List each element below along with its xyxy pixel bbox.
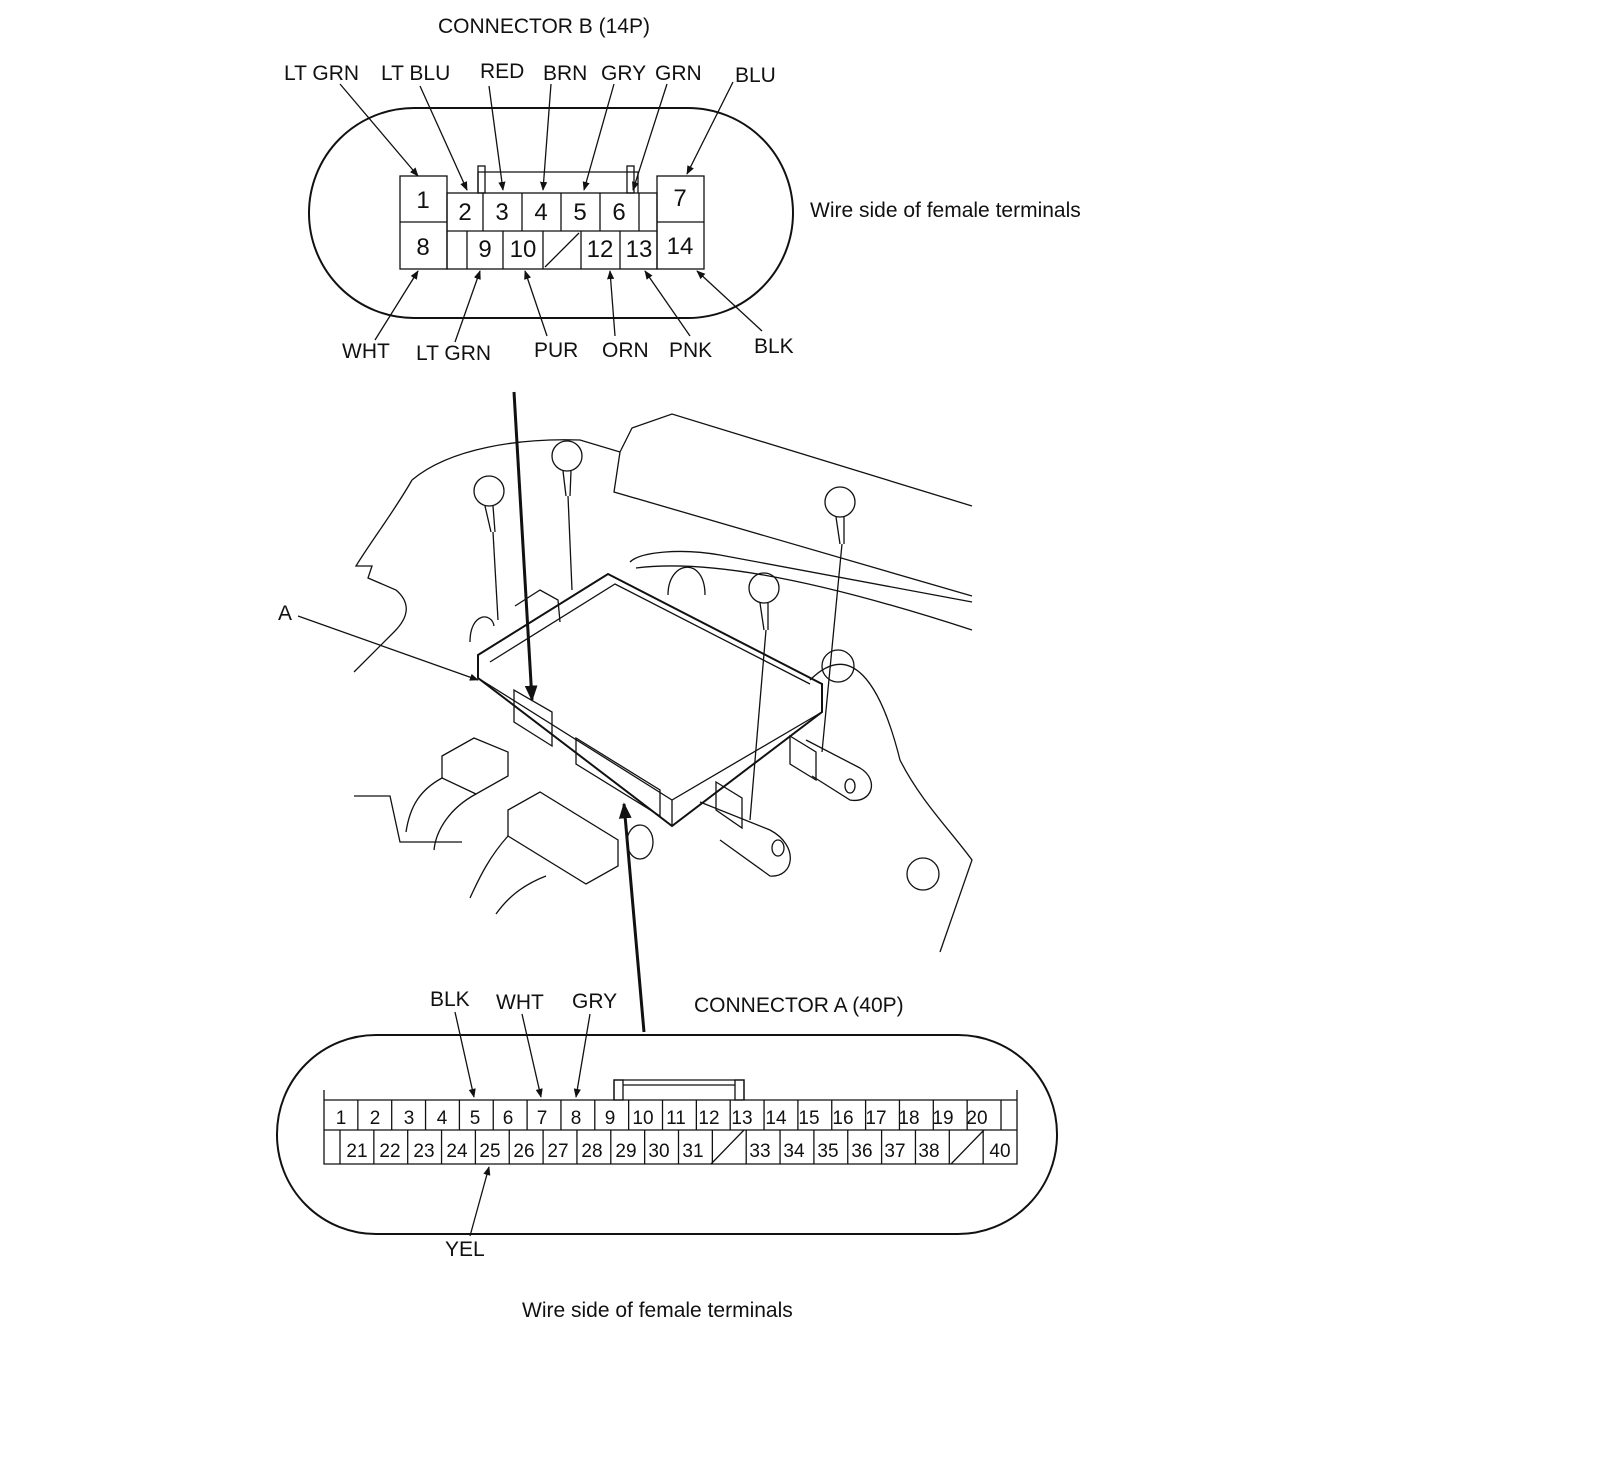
pin-b-5: 5 [573,199,586,226]
wire-label-b-9: LT GRN [416,342,491,365]
connector-a-pins-top: 1 2 3 4 5 6 7 8 9 10 11 12 13 14 15 16 1… [336,1108,988,1129]
pin-a-16: 16 [832,1108,853,1129]
connector-b-pointer-arrow [512,391,538,702]
pin-a-18: 18 [898,1108,919,1129]
wire-label-a-5: BLK [430,988,470,1011]
wire-label-b-3: RED [480,60,524,83]
pin-a-25: 25 [479,1141,500,1162]
connector-b-leader-lines [339,81,763,343]
wire-label-b-2: LT BLU [381,62,450,85]
connector-b-wire-labels-bottom: WHT LT GRN PUR ORN PNK BLK [342,335,794,365]
pin-a-13: 13 [731,1108,752,1129]
wire-label-b-1: LT GRN [284,62,359,85]
pin-a-5: 5 [470,1108,481,1129]
connector-a-pins-bottom: 21 22 23 24 25 26 27 28 29 30 31 33 34 3… [346,1141,1010,1162]
wire-label-a-8: GRY [572,990,617,1013]
pin-a-29: 29 [615,1141,636,1162]
wire-label-b-4: BRN [543,62,587,85]
pin-a-17: 17 [865,1108,886,1129]
pin-a-23: 23 [413,1141,434,1162]
pin-a-2: 2 [370,1108,381,1129]
wire-label-b-6: GRN [655,62,702,85]
pin-b-3: 3 [495,199,508,226]
pin-a-4: 4 [437,1108,448,1129]
connector-b-housing [399,165,705,270]
wire-label-b-8: WHT [342,340,390,363]
pin-a-11: 11 [666,1108,686,1129]
wire-label-a-7: WHT [496,991,544,1014]
connector-a-wire-labels: BLK WHT GRY YEL [430,988,617,1261]
connector-b-outline [308,107,794,319]
pin-b-14: 14 [667,233,694,260]
pin-a-34: 34 [783,1141,805,1162]
pin-a-9: 9 [605,1108,616,1129]
pin-a-40: 40 [989,1141,1010,1162]
wire-label-a-25: YEL [445,1238,485,1261]
pin-a-6: 6 [503,1108,514,1129]
pin-a-12: 12 [698,1108,719,1129]
pin-a-31: 31 [682,1141,703,1162]
pin-b-1: 1 [416,187,429,214]
pin-a-22: 22 [379,1141,400,1162]
pin-b-6: 6 [612,199,625,226]
pin-a-36: 36 [851,1141,872,1162]
pin-a-27: 27 [547,1141,568,1162]
pin-a-1: 1 [336,1108,347,1129]
connector-a-top-dividers [357,1100,968,1130]
pin-a-24: 24 [446,1141,468,1162]
connector-a-caption: Wire side of female terminals [522,1299,793,1322]
connector-a-leader-lines [454,1011,591,1237]
pin-b-4: 4 [534,199,547,226]
connector-b: CONNECTOR B (14P) [284,15,1081,365]
connector-b-pins-top: 1 2 3 4 5 6 7 [416,185,686,226]
connector-a-housing [323,1079,1018,1165]
connector-a-pointer-arrow [618,802,646,1033]
pin-a-28: 28 [581,1141,602,1162]
pin-a-33: 33 [749,1141,770,1162]
pin-b-2: 2 [458,199,471,226]
pin-a-30: 30 [648,1141,669,1162]
connector-a-bottom-dividers [373,1130,984,1164]
pin-a-26: 26 [513,1141,534,1162]
connector-a-title: CONNECTOR A (40P) [694,994,904,1017]
pin-b-10: 10 [510,236,537,263]
wire-label-b-14: BLK [754,335,794,358]
wire-label-b-5: GRY [601,62,646,85]
pin-b-9: 9 [478,236,491,263]
pin-a-8: 8 [571,1108,582,1129]
wire-label-b-13: PNK [669,339,712,362]
pin-a-19: 19 [932,1108,953,1129]
pin-a-37: 37 [884,1141,905,1162]
pin-b-8: 8 [416,234,429,261]
connector-b-caption: Wire side of female terminals [810,199,1081,222]
pin-b-12: 12 [587,236,614,263]
pin-a-35: 35 [817,1141,838,1162]
pin-a-21: 21 [346,1141,367,1162]
connector-a: CONNECTOR A (40P) 1 2 3 4 5 6 7 8 9 [276,988,1058,1322]
pin-a-20: 20 [966,1108,987,1129]
connector-b-title: CONNECTOR B (14P) [438,15,650,38]
wire-label-b-10: PUR [534,339,578,362]
connector-b-pins-bottom: 8 9 10 12 13 14 [416,233,693,263]
connector-a-outline [276,1034,1058,1235]
unit-illustration [353,413,973,953]
pin-a-15: 15 [798,1108,819,1129]
pin-b-7: 7 [673,185,686,212]
unit-leader-line [297,615,479,681]
pin-a-10: 10 [632,1108,653,1129]
unit-label: A [278,602,292,625]
unit-label-group: A [278,602,479,681]
pin-a-14: 14 [765,1108,787,1129]
connector-b-wire-labels-top: LT GRN LT BLU RED BRN GRY GRN BLU [284,60,776,87]
pin-b-13: 13 [626,236,653,263]
pin-a-38: 38 [918,1141,939,1162]
wire-label-b-12: ORN [602,339,649,362]
pin-a-3: 3 [404,1108,415,1129]
pin-a-7: 7 [537,1108,548,1129]
wire-label-b-7: BLU [735,64,776,87]
